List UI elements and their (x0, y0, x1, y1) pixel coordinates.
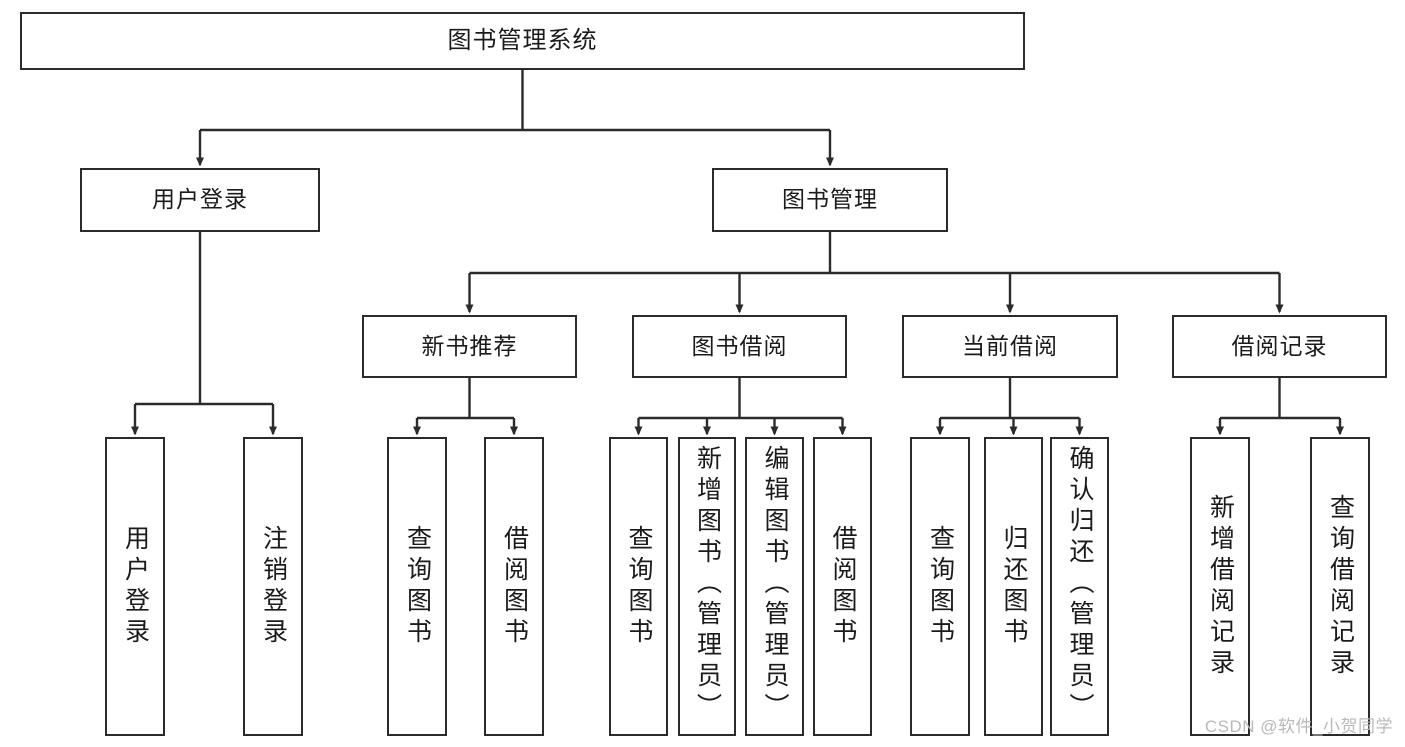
branch-node-l3-1[interactable]: 图书借阅 (632, 315, 847, 378)
leaf-node-8[interactable]: 查询图书 (910, 437, 970, 736)
leaf-node-3[interactable]: 借阅图书 (484, 437, 544, 736)
leaf-node-10-label: 确认归还（管理员） (1066, 445, 1094, 724)
leaf-node-7[interactable]: 借阅图书 (813, 437, 872, 736)
branch-node-l3-3-label: 借阅记录 (1231, 332, 1328, 359)
branch-node-l3-0[interactable]: 新书推荐 (362, 315, 577, 378)
leaf-node-4-label: 查询图书 (625, 524, 653, 649)
leaf-node-11[interactable]: 新增借阅记录 (1190, 437, 1250, 736)
branch-node-l2-1[interactable]: 图书管理 (712, 168, 948, 232)
branch-node-l3-1-label: 图书借阅 (691, 332, 788, 359)
root-node-图书管理系统[interactable]: 图书管理系统 (20, 12, 1025, 70)
leaf-node-3-label: 借阅图书 (500, 524, 529, 649)
leaf-node-0-label: 用户登录 (121, 524, 150, 649)
leaf-node-9[interactable]: 归还图书 (984, 437, 1043, 736)
leaf-node-1[interactable]: 注销登录 (243, 437, 303, 736)
leaf-node-10[interactable]: 确认归还（管理员） (1050, 437, 1109, 736)
branch-node-l3-3[interactable]: 借阅记录 (1172, 315, 1387, 378)
branch-node-l2-0-label: 用户登录 (152, 186, 248, 213)
watermark-label: CSDN @软件_小贺同学 (1204, 717, 1393, 736)
branch-node-l3-0-label: 新书推荐 (421, 332, 518, 359)
leaf-node-0[interactable]: 用户登录 (105, 437, 165, 736)
leaf-node-6[interactable]: 编辑图书（管理员） (745, 437, 804, 736)
branch-node-l2-0[interactable]: 用户登录 (80, 168, 320, 232)
leaf-node-11-label: 新增借阅记录 (1206, 493, 1235, 680)
leaf-node-5[interactable]: 新增图书（管理员） (678, 437, 736, 736)
branch-node-l3-2[interactable]: 当前借阅 (902, 315, 1118, 378)
leaf-node-4[interactable]: 查询图书 (609, 437, 668, 736)
leaf-node-8-label: 查询图书 (926, 524, 955, 649)
branch-node-l3-2-label: 当前借阅 (962, 332, 1058, 359)
root-node-图书管理系统-label: 图书管理系统 (447, 26, 598, 54)
leaf-node-2[interactable]: 查询图书 (387, 437, 447, 736)
leaf-node-1-label: 注销登录 (259, 524, 288, 649)
leaf-node-12-label: 查询借阅记录 (1326, 493, 1355, 680)
leaf-node-2-label: 查询图书 (403, 524, 432, 649)
leaf-node-12[interactable]: 查询借阅记录 (1310, 437, 1370, 736)
leaf-node-9-label: 归还图书 (1000, 524, 1028, 649)
branch-node-l2-1-label: 图书管理 (782, 186, 878, 213)
leaf-node-5-label: 新增图书（管理员） (693, 445, 722, 724)
leaf-node-7-label: 借阅图书 (829, 524, 857, 649)
leaf-node-6-label: 编辑图书（管理员） (761, 445, 789, 724)
